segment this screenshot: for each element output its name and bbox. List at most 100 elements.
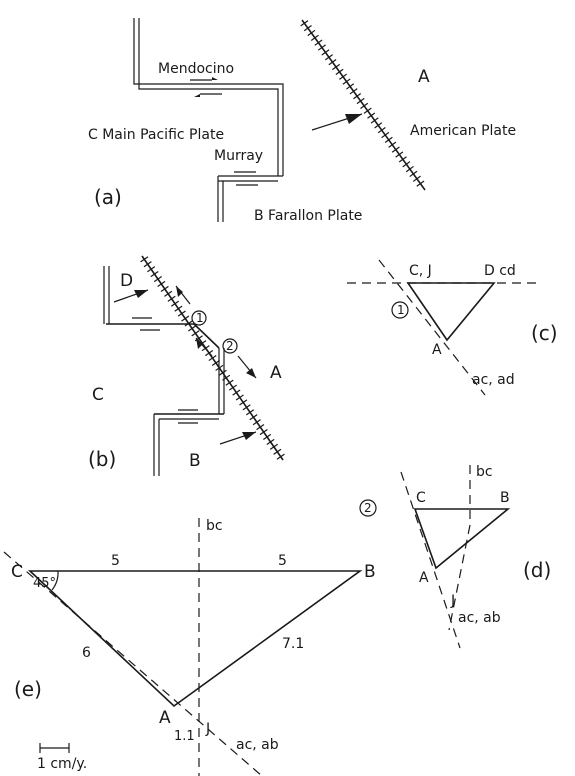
- junction-2-number-d: 2: [364, 501, 372, 515]
- length-c-to-bc: 5: [111, 553, 120, 569]
- ac-ab-label-d: ac, ab: [458, 610, 501, 626]
- junction-1-marker-c: 1: [391, 301, 409, 319]
- junction-1-number-b: 1: [196, 311, 204, 325]
- trench-tick: [342, 78, 351, 85]
- trench-tick: [235, 394, 244, 401]
- transform-motion-arrows-a: [190, 77, 258, 186]
- bc-label-d: bc: [476, 464, 493, 480]
- scale-bar-e: [39, 743, 70, 753]
- length-bc-to-b: 5: [278, 553, 287, 569]
- trench-tick: [374, 122, 383, 129]
- plate-d-label-b: D: [120, 271, 133, 291]
- b-label-d: B: [500, 490, 510, 506]
- farallon-plate-label: B Farallon Plate: [254, 208, 362, 224]
- trench-tick: [143, 261, 152, 268]
- trench-tick: [391, 146, 400, 153]
- ridge-transform-system-b: [103, 266, 225, 476]
- trench-tick: [388, 141, 397, 148]
- junction-1-marker-b: 1: [191, 310, 207, 326]
- trench-tick: [249, 414, 258, 421]
- ridge-transform-system-a: [133, 18, 284, 222]
- trench-tick: [324, 54, 333, 61]
- c-j-label: C, J: [409, 263, 432, 279]
- panel-b: 1 2 D C B A (b): [88, 255, 285, 476]
- junction-2-marker-d: 2: [359, 499, 377, 517]
- velocity-triangle-e: [27, 570, 363, 708]
- d-cd-label: D cd: [484, 263, 516, 279]
- velocity-triangle-c: [406, 282, 496, 342]
- panel-e-label: (e): [14, 677, 42, 701]
- trench-tick: [412, 175, 421, 182]
- main-pacific-plate-label: C Main Pacific Plate: [88, 127, 224, 143]
- a-label-d: A: [419, 570, 429, 586]
- j-label-e: J: [205, 721, 210, 737]
- mendocino-label: Mendocino: [158, 61, 234, 77]
- trench-tick: [300, 20, 309, 27]
- trench-tick: [346, 83, 355, 90]
- length-a-to-b: 7.1: [282, 636, 304, 652]
- trench-tick: [174, 305, 183, 312]
- panel-d: 2 bc C B A J ac, ab (d): [359, 464, 551, 649]
- panel-e: bc C B 45° 5 5 6 7.1 A 1.1 J ac, ab (e) …: [3, 518, 376, 776]
- panel-d-label: (d): [523, 558, 551, 582]
- trench-tick: [353, 93, 362, 100]
- trench-tick: [384, 136, 393, 144]
- trench-tick: [245, 409, 255, 416]
- trench-tick: [317, 44, 326, 51]
- a-label-e: A: [159, 708, 171, 728]
- scale-label-e: 1 cm/y.: [37, 756, 87, 772]
- trench-tick: [276, 453, 285, 460]
- trench-tick: [349, 88, 358, 95]
- american-plate-label: American Plate: [410, 123, 516, 139]
- trench-tick: [416, 180, 425, 187]
- trench-tick: [225, 379, 234, 386]
- trench-tick: [160, 285, 169, 292]
- junction-2-number-b: 2: [226, 339, 234, 353]
- trench-tick: [208, 354, 217, 362]
- trench-tick: [339, 73, 348, 80]
- trench-tick: [153, 275, 162, 283]
- trench-tick: [405, 165, 414, 173]
- trench-tick: [228, 384, 238, 391]
- trench-tick: [356, 97, 365, 105]
- ac-ab-dashed-line-e: [3, 551, 263, 776]
- ac-ab-dashed-line: [400, 471, 461, 649]
- trench-tick: [402, 161, 411, 168]
- trench-tick: [398, 156, 407, 163]
- trench-tick: [167, 295, 176, 302]
- trench-tick: [367, 112, 376, 119]
- trench-tick: [335, 68, 344, 75]
- trench-tick: [181, 315, 190, 322]
- trench-tick: [177, 310, 186, 317]
- plate-a-letter: A: [418, 67, 430, 87]
- motion-arrows-b: [113, 285, 257, 445]
- c-label-e: C: [11, 562, 23, 582]
- trench-tick: [363, 107, 372, 114]
- panel-c: 1 C, J D cd A ac, ad (c): [347, 259, 558, 396]
- trench-tick: [242, 404, 251, 411]
- panel-c-label: (c): [531, 321, 558, 345]
- trench-tick: [150, 271, 159, 278]
- bc-label-e: bc: [206, 518, 223, 534]
- trench-tick: [266, 438, 275, 445]
- trench-tick: [218, 369, 227, 376]
- trench-tick: [321, 49, 330, 56]
- trench-tick: [215, 364, 224, 371]
- a-label-c: A: [432, 342, 442, 358]
- trench-tick: [191, 330, 200, 337]
- trench-tick: [370, 117, 379, 124]
- trench-tick: [269, 443, 278, 450]
- velocity-triangle-d: [413, 508, 511, 570]
- junction-2-marker-b: 2: [222, 338, 238, 354]
- trench-hatch-b: [140, 256, 285, 460]
- trench-tick: [147, 266, 156, 273]
- c-label-d: C: [416, 490, 426, 506]
- angle-label-e: 45°: [33, 576, 56, 591]
- length-a-to-j: 1.1: [174, 729, 195, 744]
- trench-tick: [314, 39, 323, 46]
- trench-tick: [256, 424, 265, 431]
- trench-tick: [381, 131, 390, 139]
- trench-tick: [211, 359, 220, 366]
- b-label-e: B: [364, 562, 376, 582]
